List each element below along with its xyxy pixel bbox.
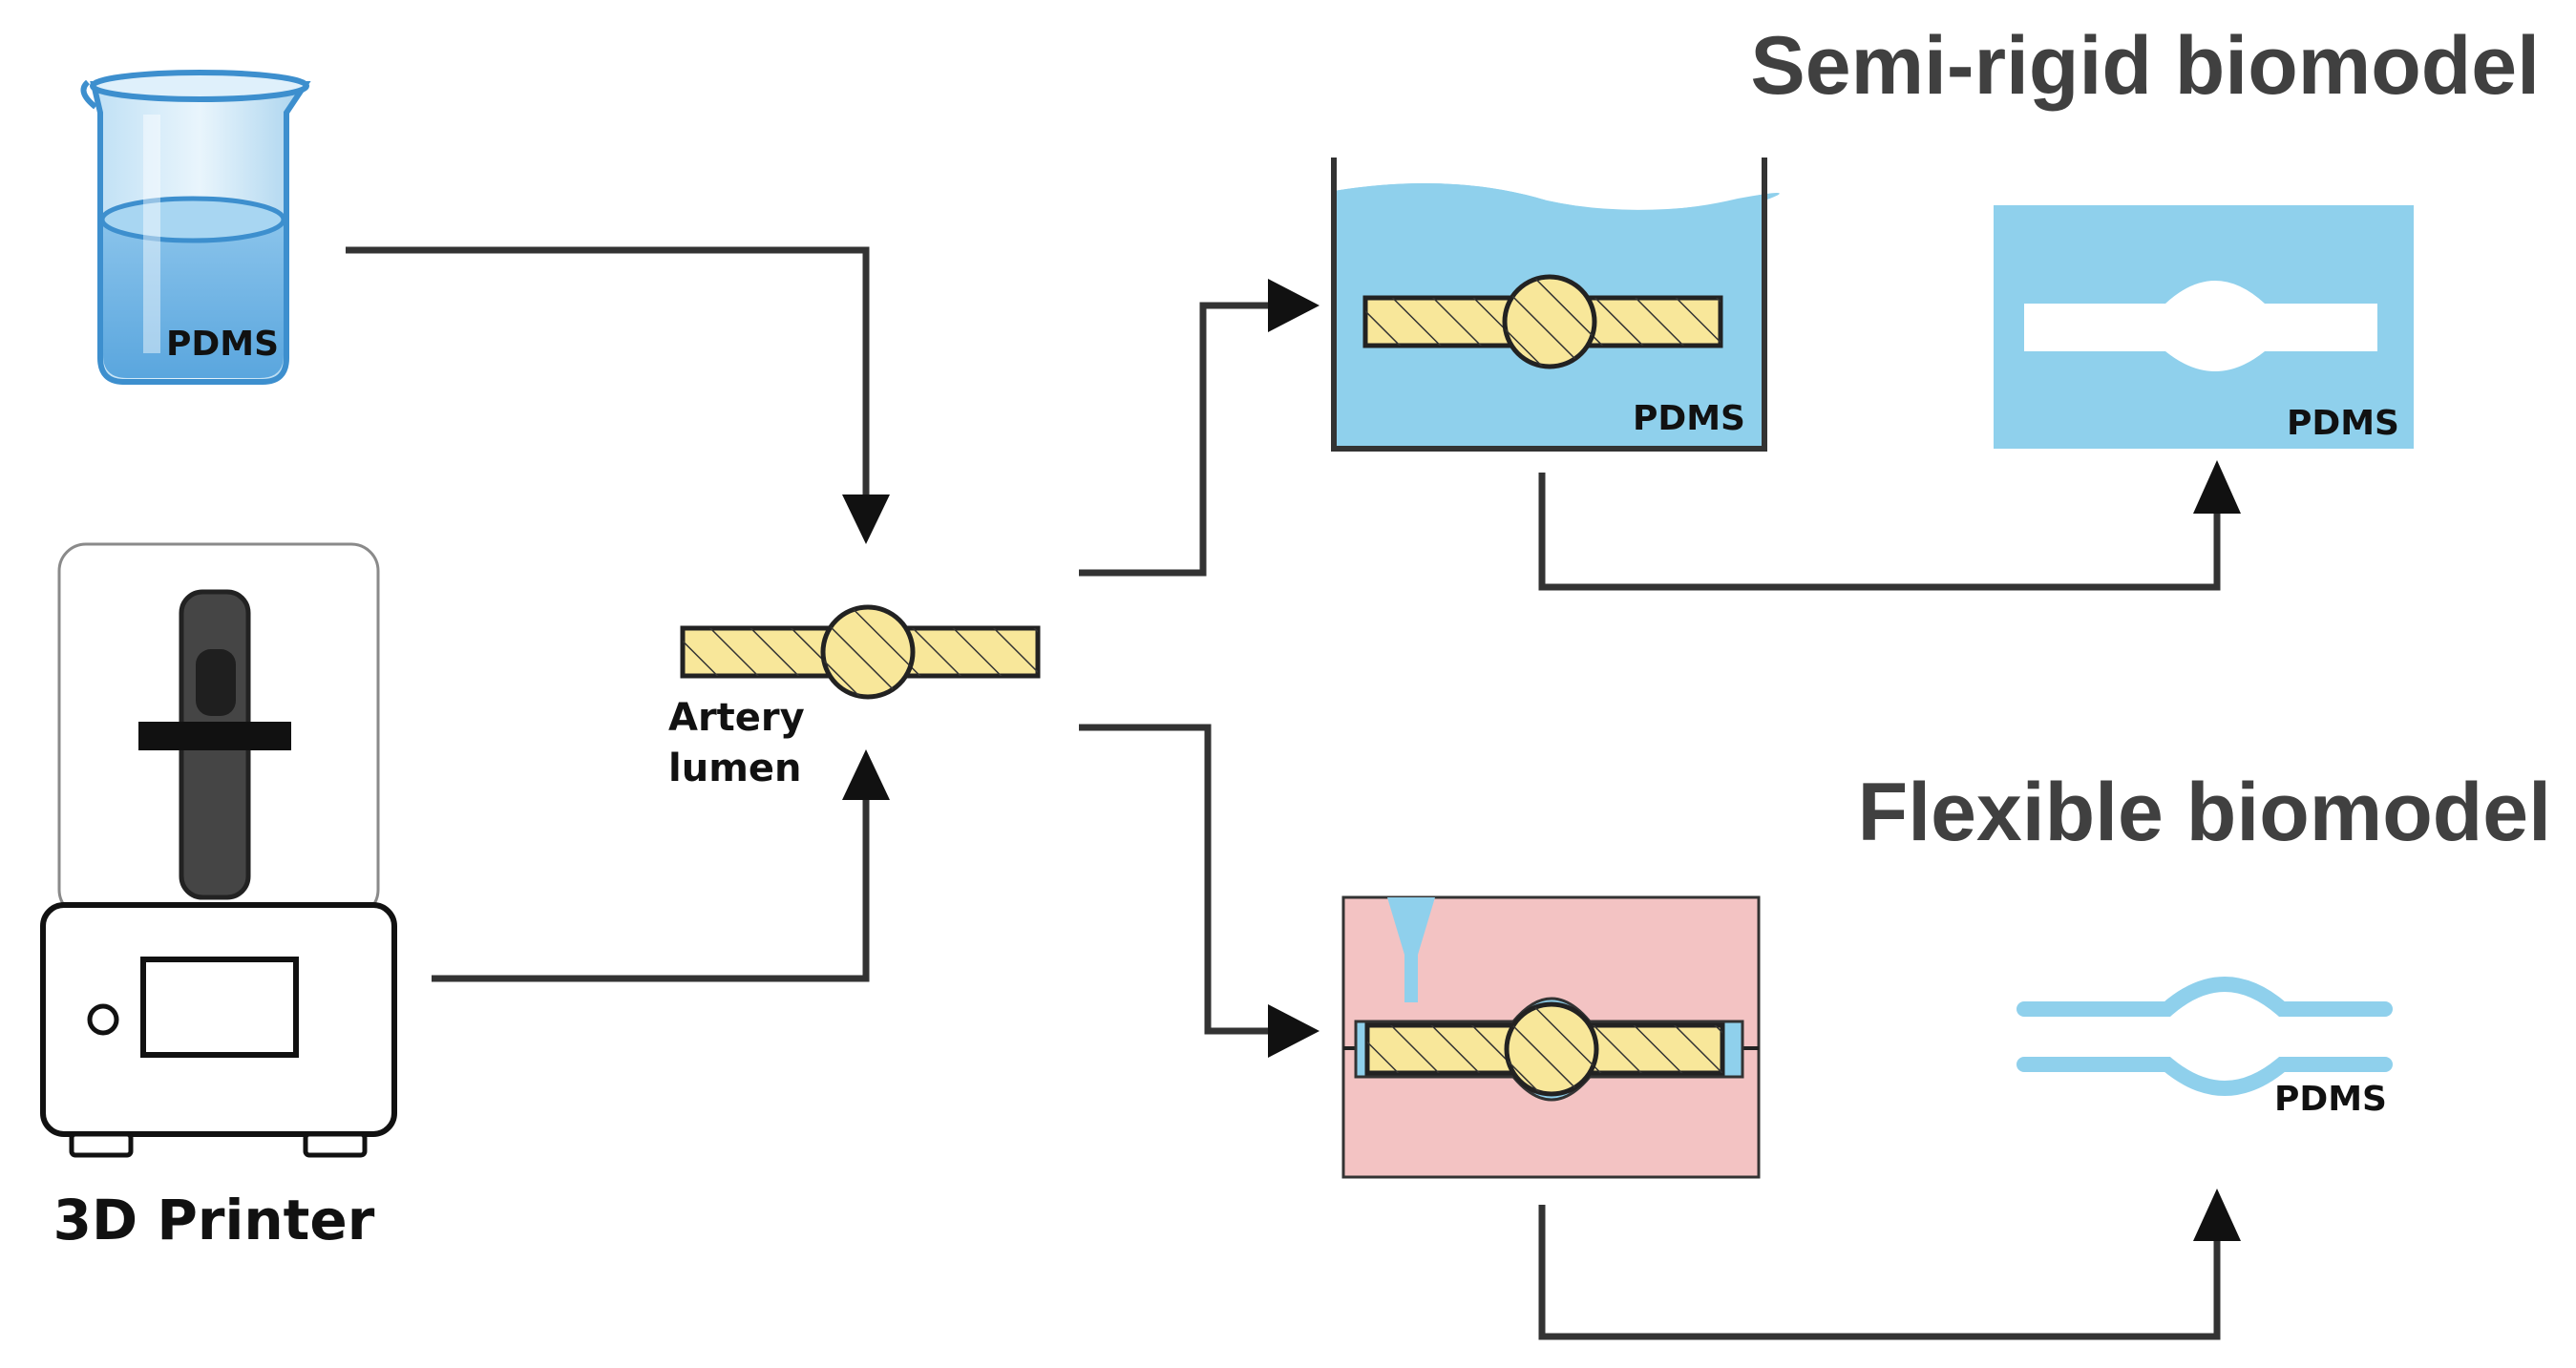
arrow-bath-to-block [1538,460,2241,591]
artery-label-line1: Artery [668,696,805,740]
artery-lumen-model [680,604,1041,700]
3d-printer-icon [40,542,397,1158]
flexible-pdms-tube [2016,977,2393,1096]
bath-pdms-label: PDMS [1633,399,1745,438]
arrow-artery-to-mold [1079,724,1320,1058]
pdms-bath-container [1331,158,1780,452]
injection-mold [1341,895,1761,1179]
printer-label: 3D Printer [53,1188,375,1252]
semi-rigid-title: Semi-rigid biomodel [1750,20,2540,112]
block-pdms-label: PDMS [2287,404,2399,443]
arrow-artery-to-bath [1079,279,1320,577]
tube-pdms-label: PDMS [2274,1080,2387,1119]
pdms-beaker-icon [80,70,311,385]
arrow-printer-to-artery [432,749,890,982]
semi-rigid-pdms-block [1994,205,2414,449]
flexible-title: Flexible biomodel [1858,767,2551,858]
arrow-mold-to-tube [1538,1189,2241,1340]
beaker-pdms-label: PDMS [166,325,279,364]
arrow-beaker-to-artery [346,246,890,544]
artery-label-line2: lumen [668,747,801,790]
